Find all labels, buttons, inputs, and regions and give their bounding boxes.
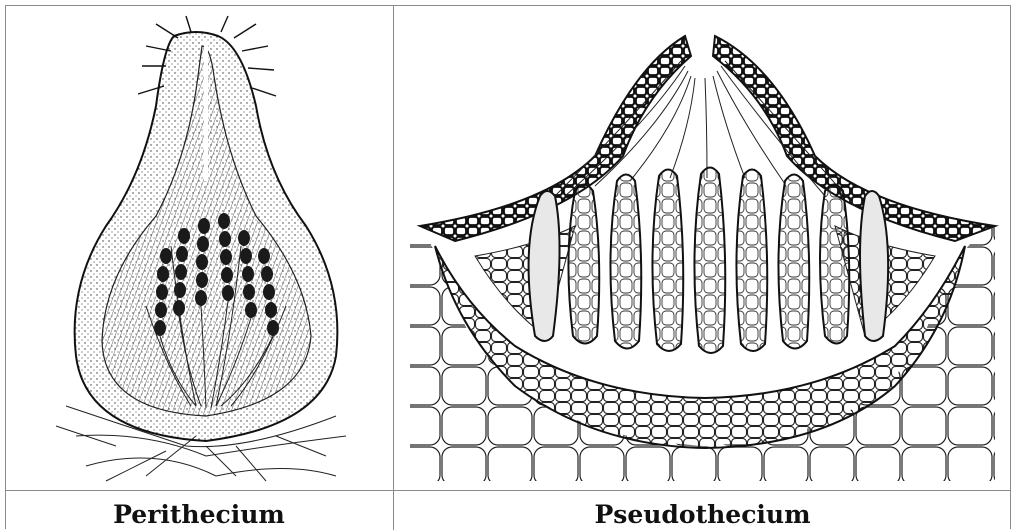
pseudothecium-caption: Pseudothecium (395, 491, 1010, 530)
perithecium-panel (6, 6, 392, 489)
pseudothecium-panel (395, 6, 1010, 489)
pseudothecium-drawing (395, 6, 1010, 489)
asci (529, 168, 889, 354)
perithecium-caption: Perithecium (6, 491, 392, 530)
perithecium-drawing (6, 6, 392, 489)
column-divider (393, 5, 394, 530)
